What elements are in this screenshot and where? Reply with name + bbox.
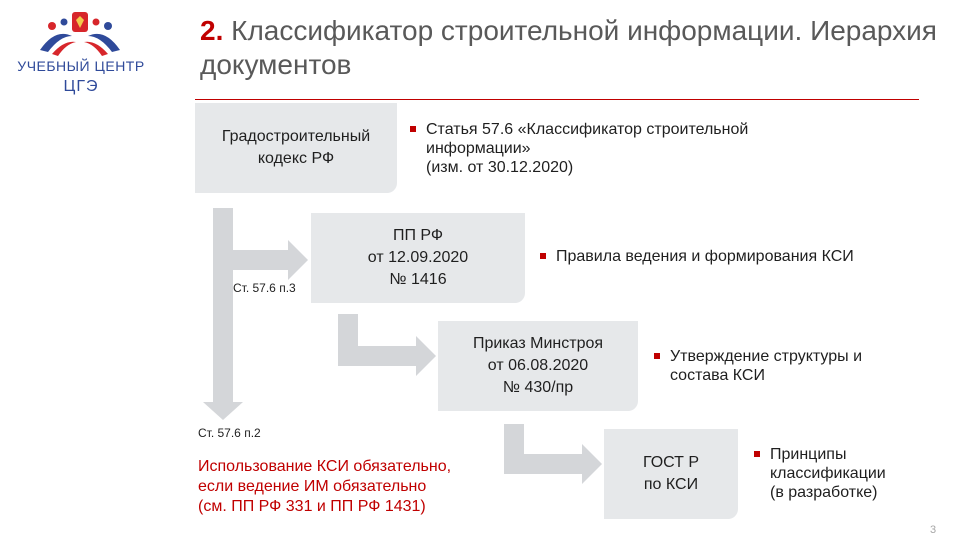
- title-number: 2.: [200, 15, 224, 46]
- bullet-utverzhdenie-struktury: Утверждение структуры и состава КСИ: [654, 347, 934, 391]
- arrow-right-box4-icon: [504, 424, 602, 484]
- logo-subtitle: ЦГЭ: [63, 78, 99, 95]
- bullet-statya-57-6: Статья 57.6 «Классификатор строительной …: [410, 120, 830, 180]
- box-label: Градостроительный кодекс РФ: [221, 128, 371, 167]
- bullet-square-icon: [410, 126, 416, 132]
- bullet-principy-klassifikacii: Принципы классификации (в разработке): [754, 445, 944, 507]
- box-label: ПП РФ от 12.09.2020 № 1416: [367, 227, 469, 288]
- logo: [30, 10, 130, 56]
- arrow-right-box3-icon: [338, 314, 436, 376]
- box-label: ГОСТ Р по КСИ: [642, 454, 700, 493]
- bullet-text: Принципы классификации (в разработке): [770, 446, 886, 501]
- bullet-square-icon: [540, 253, 546, 259]
- bullet-square-icon: [754, 451, 760, 457]
- page-title: 2. Классификатор строительной информации…: [200, 14, 940, 82]
- box-prikaz-minstroya: Приказ Минстроя от 06.08.2020 № 430/пр: [438, 321, 638, 411]
- title-text: Классификатор строительной информации. И…: [200, 15, 937, 80]
- page-number: 3: [930, 524, 937, 536]
- logo-title: УЧЕБНЫЙ ЦЕНТР: [17, 58, 145, 74]
- box-label: Приказ Минстроя от 06.08.2020 № 430/пр: [472, 335, 604, 396]
- ksi-usage-note: Использование КСИ обязательно, если веде…: [198, 458, 452, 515]
- bullet-pravila-ksi: Правила ведения и формирования КСИ: [540, 247, 940, 269]
- bullet-text: Утверждение структуры и состава КСИ: [670, 348, 862, 384]
- label-st-57-6-p2: Ст. 57.6 п.2: [198, 426, 261, 440]
- bullet-square-icon: [654, 353, 660, 359]
- label-st-57-6-p3: Ст. 57.6 п.3: [233, 281, 296, 295]
- arrow-down-main-icon: [203, 208, 243, 420]
- title-divider: [195, 99, 919, 100]
- bullet-text: Статья 57.6 «Классификатор строительной …: [426, 121, 749, 176]
- logo-emblem-icon: [40, 12, 120, 56]
- box-gost-ksi: ГОСТ Р по КСИ: [604, 429, 738, 519]
- bullet-text: Правила ведения и формирования КСИ: [556, 248, 854, 265]
- box-pp-rf-1416: ПП РФ от 12.09.2020 № 1416: [311, 213, 525, 303]
- arrow-right-box2-icon: [233, 240, 308, 280]
- box-gradostroitelny-kodeks: Градостроительный кодекс РФ: [195, 103, 397, 193]
